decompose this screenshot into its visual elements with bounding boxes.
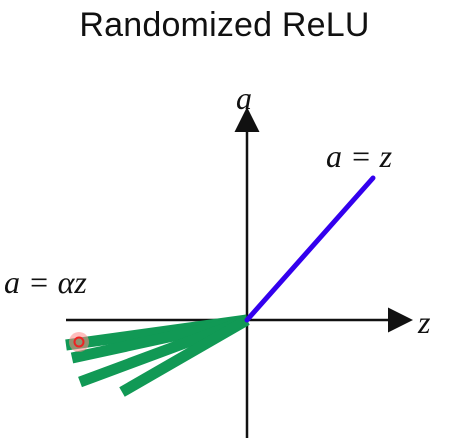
vertical-axis-label: a — [236, 80, 252, 116]
positive-branch-equation: a = z — [326, 138, 393, 174]
slide-title: Randomized ReLU — [79, 6, 370, 44]
horizontal-axis-label: z — [418, 304, 431, 340]
negative-branch-lines — [65, 314, 250, 397]
pointer-cursor-icon — [69, 332, 89, 352]
positive-branch-line — [244, 175, 376, 323]
negative-branch-equation: a = αz — [4, 264, 87, 300]
negative-slope-line — [119, 315, 250, 397]
